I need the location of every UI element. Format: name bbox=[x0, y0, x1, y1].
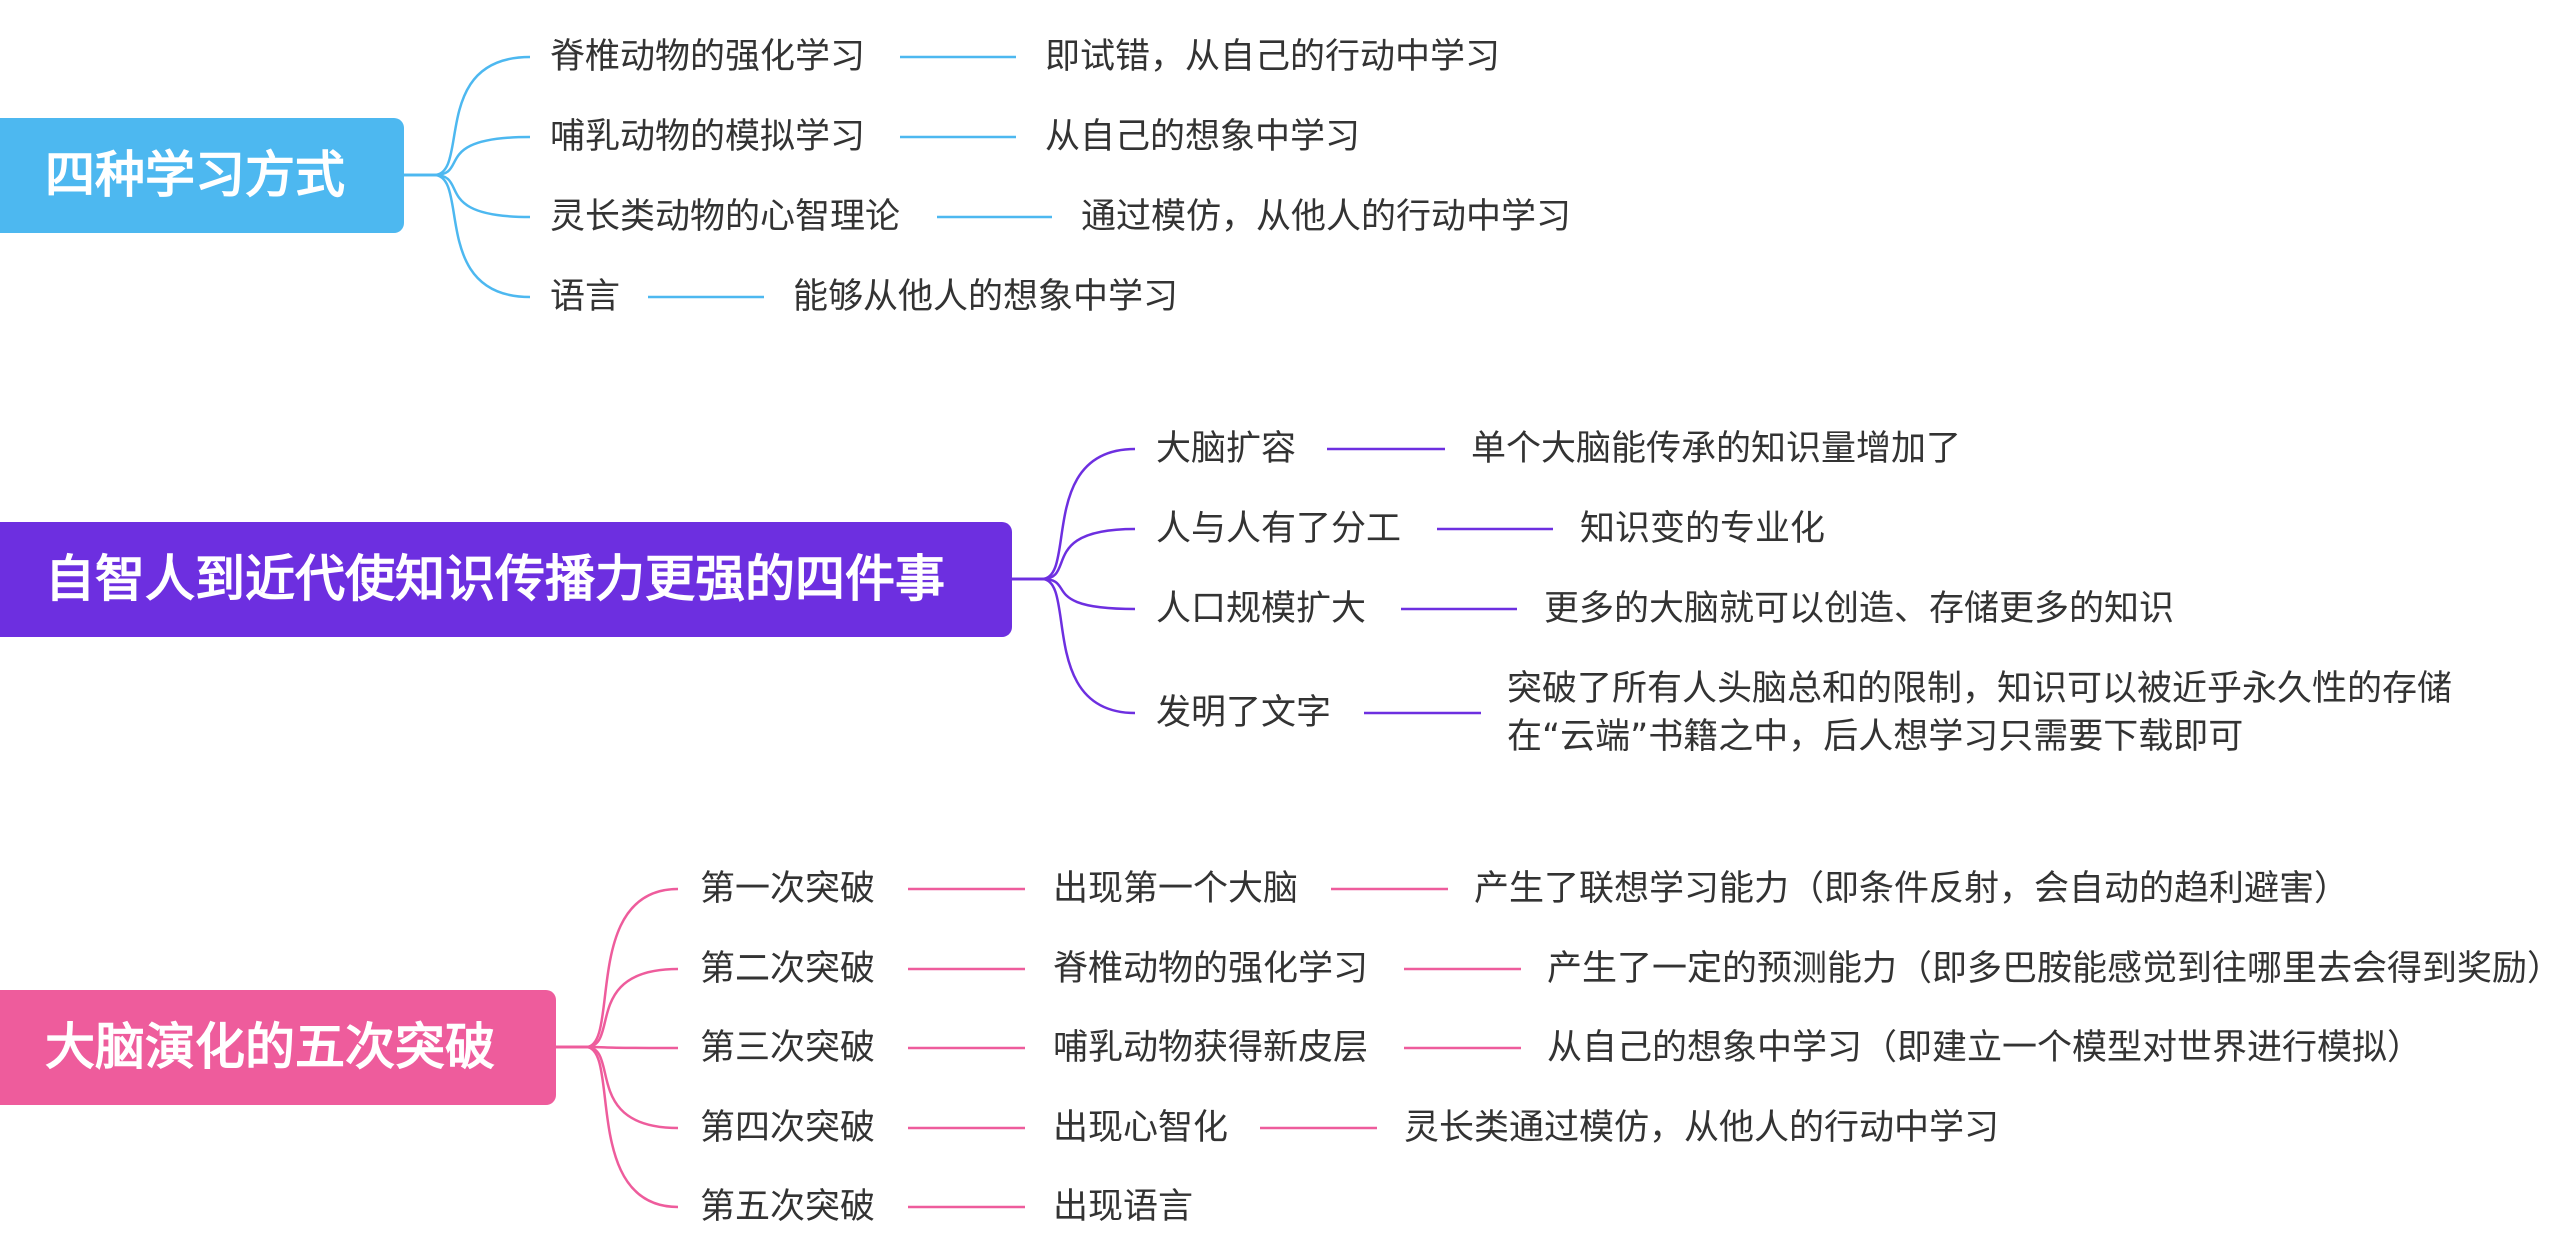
leaf-node: 产生了一定的预测能力（即多巴胺能感觉到往哪里去会得到奖励） bbox=[1547, 949, 2563, 989]
branch-connector bbox=[556, 887, 679, 1049]
branch-node: 语言 bbox=[550, 277, 621, 317]
leaf-node: 即试错，从自己的行动中学习 bbox=[1045, 37, 1501, 77]
leaf-node: 哺乳动物获得新皮层 bbox=[1053, 1028, 1369, 1068]
branch-node: 第二次突破 bbox=[700, 949, 876, 989]
leaf-node: 脊椎动物的强化学习 bbox=[1053, 949, 1369, 989]
leaf-node: 出现第一个大脑 bbox=[1053, 869, 1299, 909]
leaf-node: 从自己的想象中学习（即建立一个模型对世界进行模拟） bbox=[1547, 1028, 2423, 1068]
leaf-node: 更多的大脑就可以创造、存储更多的知识 bbox=[1544, 589, 2175, 629]
branch-node: 发明了文字 bbox=[1156, 693, 1332, 733]
branch-connector bbox=[1012, 447, 1136, 581]
branch-node: 人与人有了分工 bbox=[1156, 509, 1402, 549]
leaf-node: 出现心智化 bbox=[1053, 1108, 1229, 1148]
leaf-node: 知识变的专业化 bbox=[1580, 509, 1826, 549]
leaf-node: 灵长类通过模仿，从他人的行动中学习 bbox=[1404, 1108, 2000, 1148]
branch-connector bbox=[404, 173, 531, 299]
root-node-brain-breakthroughs: 大脑演化的五次突破 bbox=[0, 990, 556, 1105]
branch-node: 哺乳动物的模拟学习 bbox=[550, 117, 866, 157]
branch-node: 第三次突破 bbox=[700, 1028, 876, 1068]
branch-node: 人口规模扩大 bbox=[1156, 589, 1367, 629]
branch-connector bbox=[556, 1045, 679, 1130]
branch-connector bbox=[1012, 527, 1136, 581]
root-node-knowledge-spread: 自智人到近代使知识传播力更强的四件事 bbox=[0, 522, 1012, 637]
root-node-learning-methods: 四种学习方式 bbox=[0, 118, 404, 233]
leaf-node: 单个大脑能传承的知识量增加了 bbox=[1471, 429, 1962, 469]
branch-connector bbox=[404, 135, 531, 177]
branch-node: 第五次突破 bbox=[700, 1187, 876, 1227]
leaf-node-multiline: 突破了所有人头脑总和的限制，知识可以被近乎永久性的存储 在“云端”书籍之中，后人… bbox=[1507, 665, 2452, 761]
branch-node: 灵长类动物的心智理论 bbox=[550, 197, 901, 237]
leaf-node: 能够从他人的想象中学习 bbox=[793, 277, 1179, 317]
branch-connector bbox=[556, 1045, 679, 1209]
branch-node: 大脑扩容 bbox=[1156, 429, 1297, 469]
leaf-line: 在“云端”书籍之中，后人想学习只需要下载即可 bbox=[1507, 717, 2244, 757]
branch-connector bbox=[404, 55, 531, 177]
leaf-line: 突破了所有人头脑总和的限制，知识可以被近乎永久性的存储 bbox=[1507, 669, 2453, 709]
branch-connector bbox=[556, 967, 679, 1049]
leaf-node: 通过模仿，从他人的行动中学习 bbox=[1081, 197, 1572, 237]
leaf-node: 产生了联想学习能力（即条件反射，会自动的趋利避害） bbox=[1474, 869, 2350, 909]
branch-connector bbox=[1012, 577, 1136, 611]
branch-node: 第一次突破 bbox=[700, 869, 876, 909]
branch-node: 脊椎动物的强化学习 bbox=[550, 37, 866, 77]
leaf-node: 出现语言 bbox=[1053, 1187, 1194, 1227]
branch-node: 第四次突破 bbox=[700, 1108, 876, 1148]
branch-connector bbox=[404, 173, 531, 219]
branch-connector bbox=[1012, 577, 1136, 715]
leaf-node: 从自己的想象中学习 bbox=[1045, 117, 1361, 157]
